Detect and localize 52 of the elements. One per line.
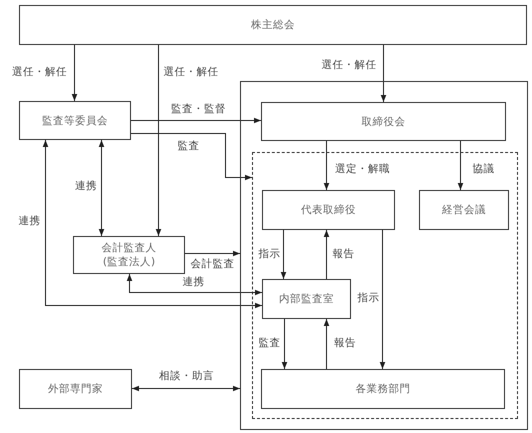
- arrow: [324, 140, 330, 190]
- unit-box: [419, 190, 509, 230]
- unit-box: [262, 190, 395, 230]
- edge-label: 連携: [74, 180, 98, 192]
- edge-label: 選定・解職: [334, 162, 391, 174]
- edge-label: 選任・解任: [320, 58, 378, 70]
- unit-name: 経営会議: [442, 203, 486, 217]
- unit-box: [73, 236, 185, 274]
- double-arrow: [126, 274, 262, 296]
- arrow: [130, 133, 252, 180]
- arrow: [156, 44, 162, 236]
- arrow: [282, 318, 288, 370]
- unit-box: [261, 102, 506, 141]
- unit-box: [19, 101, 131, 140]
- unit-name: 取締役会: [362, 114, 406, 128]
- unit-name: 外部専門家: [48, 382, 103, 396]
- edge-label: 監査: [258, 336, 282, 348]
- unit-name: 内部監査室: [279, 292, 334, 306]
- arrow: [458, 140, 464, 190]
- unit-name: 監査等委員会: [42, 114, 108, 128]
- edge-label: 連携: [182, 276, 206, 288]
- edge-label: 相談・助言: [158, 370, 215, 382]
- edge-label: 監査・監督: [170, 102, 227, 114]
- unit-box: [262, 279, 351, 319]
- arrow: [184, 250, 240, 256]
- edge-label: 監査: [176, 140, 200, 152]
- arrow: [380, 44, 386, 102]
- unit-box: [19, 5, 527, 45]
- edge-label: 選任・解任: [11, 66, 68, 78]
- edge-label: 報告: [332, 248, 356, 260]
- edge-label: 会計監査: [190, 258, 236, 270]
- edge-label: 報告: [333, 336, 357, 348]
- arrow: [324, 230, 330, 280]
- double-arrow: [132, 386, 240, 392]
- unit-box: [261, 369, 505, 409]
- edge-label: 選任・解任: [162, 66, 220, 78]
- edge-label: 指示: [356, 292, 380, 304]
- edge-label: 協議: [472, 162, 496, 174]
- unit-box: [19, 369, 132, 409]
- unit-name: 会計監査人(監査法人): [101, 241, 157, 269]
- arrow: [280, 230, 286, 280]
- arrow: [130, 118, 262, 124]
- double-arrow: [98, 140, 104, 236]
- arrow: [380, 230, 386, 370]
- arrow: [324, 318, 330, 370]
- arrow: [72, 44, 78, 102]
- edge-label: 指示: [258, 248, 282, 260]
- unit-name: 代表取締役: [301, 203, 356, 217]
- unit-name: 株主総会: [251, 18, 295, 32]
- unit-name: 各業務部門: [356, 382, 410, 396]
- edge-label: 連携: [18, 215, 42, 227]
- double-arrow: [42, 140, 262, 308]
